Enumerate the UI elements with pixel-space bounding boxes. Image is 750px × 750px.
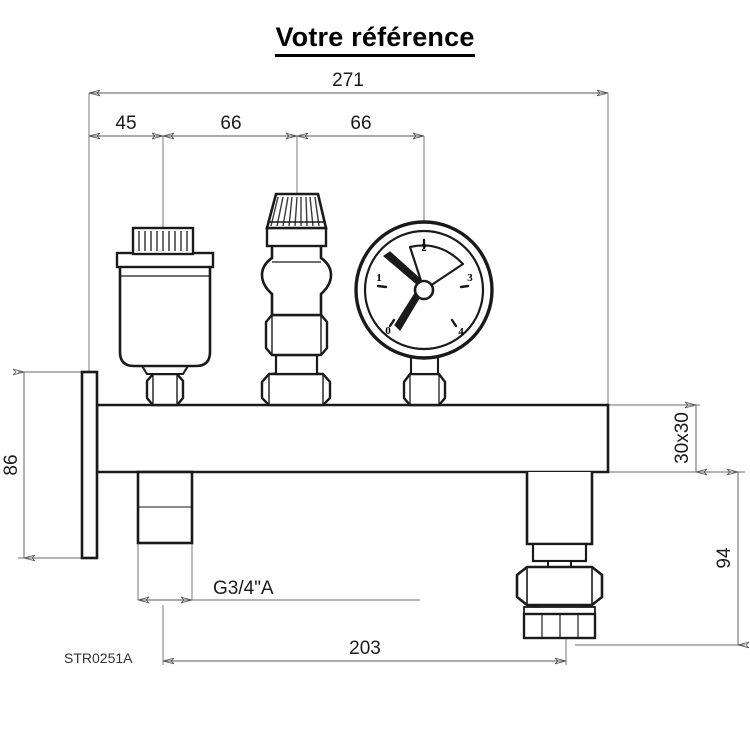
gauge-tick-0: 0 xyxy=(385,325,391,337)
gauge-tick-marks xyxy=(376,238,470,328)
extension-lines xyxy=(18,93,745,665)
dimension-right-drop: 94 xyxy=(714,472,738,645)
safety-relief-valve xyxy=(260,192,333,407)
dimension-chain: 45 66 66 xyxy=(89,113,424,136)
dimension-body-section: 30x30 xyxy=(672,405,696,472)
dimension-30x30-label: 30x30 xyxy=(672,412,693,464)
bottom-threaded-outlet xyxy=(136,470,194,545)
dimension-203-label: 203 xyxy=(349,638,381,659)
dimension-overall-width: 271 xyxy=(89,70,608,93)
dimension-271-label: 271 xyxy=(332,70,364,91)
right-union-outlet xyxy=(515,472,604,640)
dimension-45-label: 45 xyxy=(115,113,136,134)
dimension-94-label: 94 xyxy=(714,547,735,569)
page-title: Votre référence xyxy=(0,22,750,58)
gauge-tick-4: 4 xyxy=(458,326,464,338)
gauge-tick-1: 1 xyxy=(376,272,382,284)
dimension-66b-label: 66 xyxy=(350,113,371,134)
pressure-gauge: 0 1 2 3 4 xyxy=(354,220,494,407)
wall-flange-plate xyxy=(80,370,99,560)
dimension-left-height: 86 xyxy=(1,372,24,558)
cap-rib-hatch xyxy=(270,196,320,227)
dimension-86-label: 86 xyxy=(1,454,22,475)
dimension-66a-label: 66 xyxy=(220,113,241,134)
reference-code-label: STR0251A xyxy=(64,650,133,666)
air-vent-valve xyxy=(115,226,215,407)
thread-spec-label: G3/4"A xyxy=(213,578,274,599)
knurl-hatch xyxy=(138,231,188,251)
page-title-text: Votre référence xyxy=(275,22,475,58)
dimension-thread-stub: G3/4"A xyxy=(138,578,274,600)
manifold-body xyxy=(95,403,610,474)
gauge-tick-3: 3 xyxy=(467,272,473,284)
gauge-tick-2: 2 xyxy=(421,242,427,254)
dimension-bottom-width: 203 xyxy=(163,638,566,661)
